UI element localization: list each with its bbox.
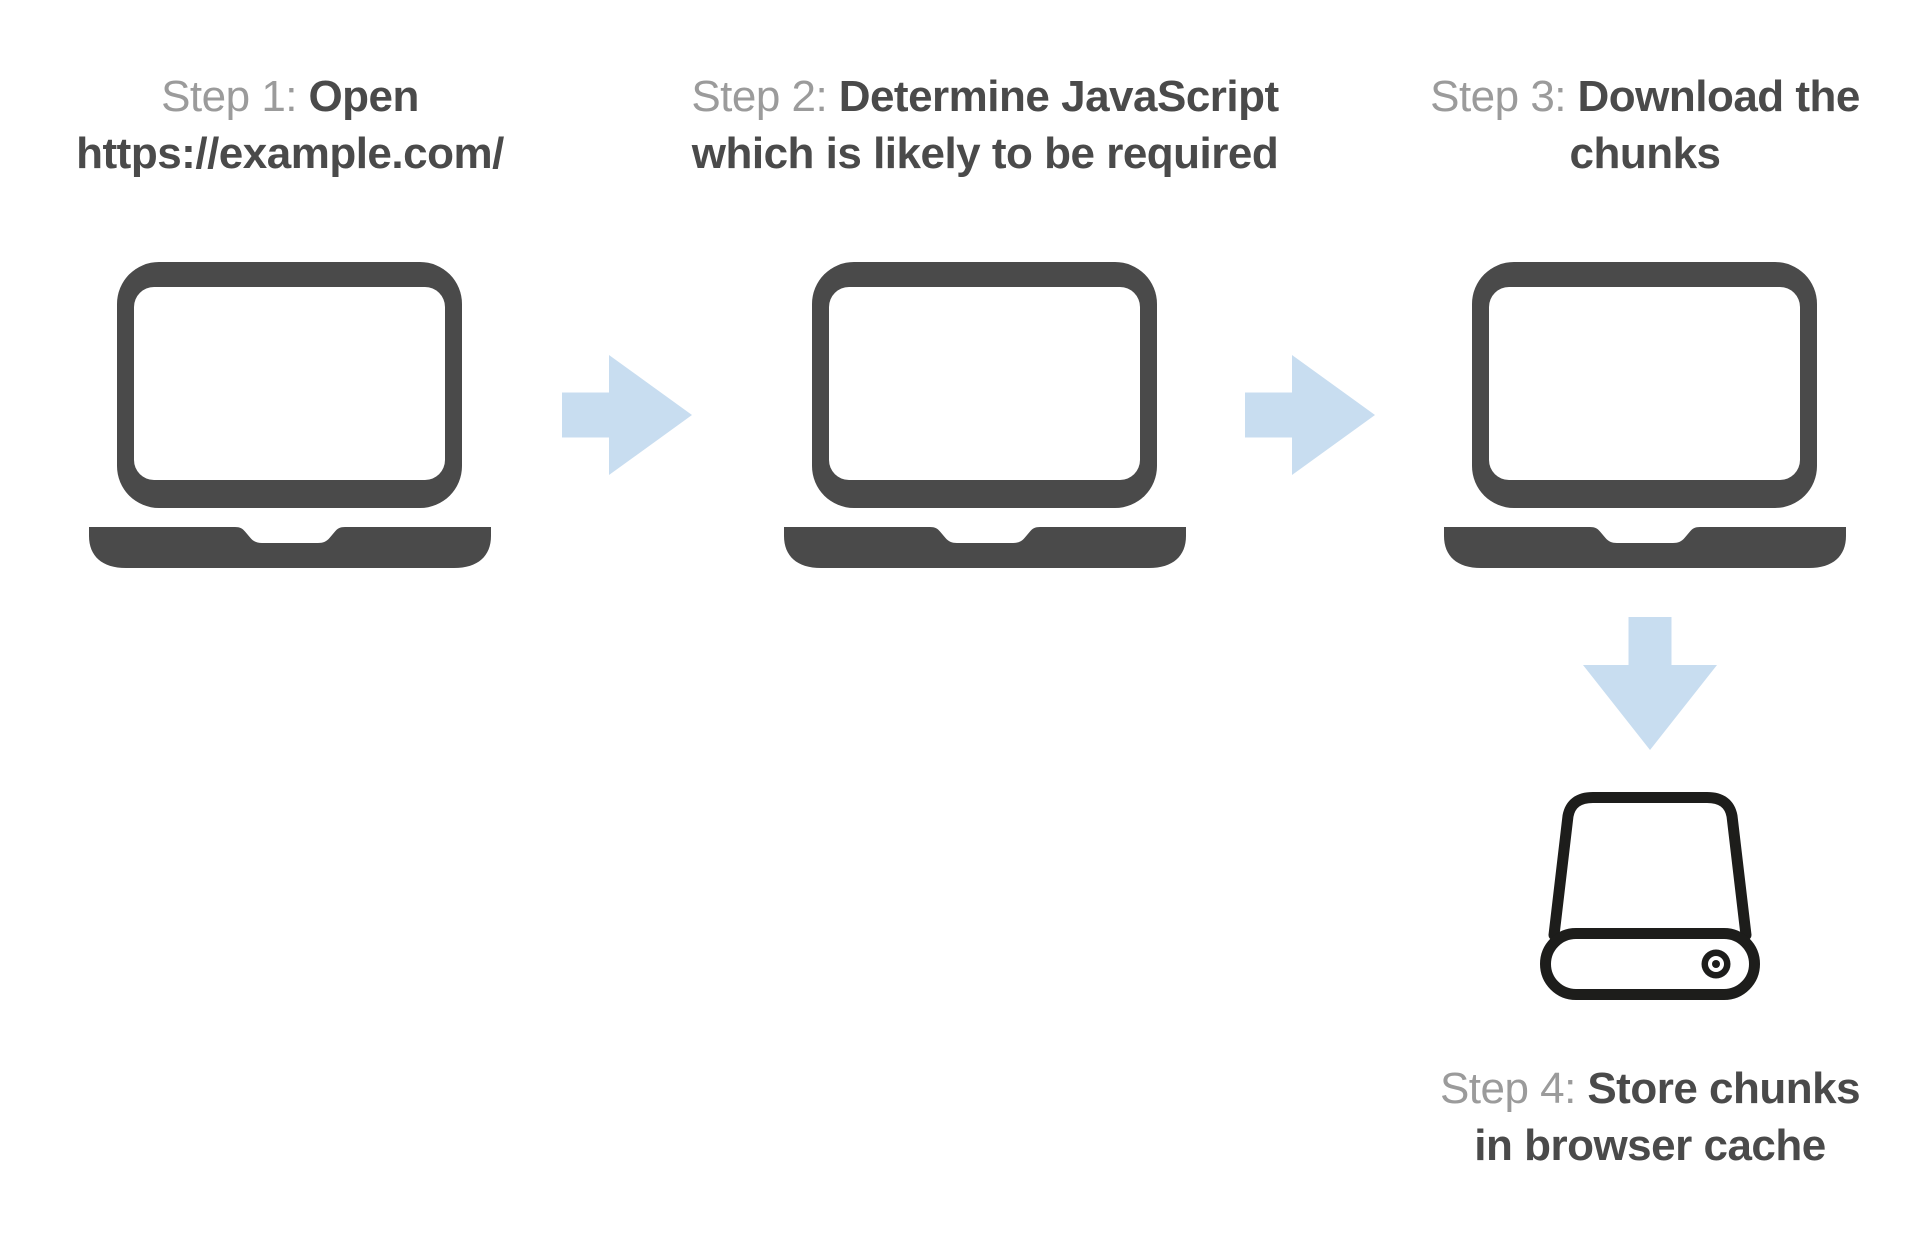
step-2-title-line-1: Determine JavaScript xyxy=(838,72,1280,121)
step-1-prefix: Step 1: xyxy=(161,72,298,121)
step-1-title-line-1: Open xyxy=(308,72,419,121)
step-4-title-line-2: in browser cache xyxy=(1474,1121,1826,1170)
step-3-title-line-1: Download the xyxy=(1577,72,1860,121)
step-1-label: Step 1:Open https://example.com/ xyxy=(0,68,580,182)
step-2-prefix: Step 2: xyxy=(691,72,828,121)
arrow-down-icon xyxy=(1583,617,1717,750)
hard-drive-icon xyxy=(1540,792,1760,1000)
step-3-label: Step 3:Download the chunks xyxy=(1345,68,1916,182)
arrow-right-icon xyxy=(1245,355,1375,475)
arrow-right-icon xyxy=(562,355,692,475)
laptop-icon xyxy=(89,262,491,568)
step-4-label: Step 4:Store chunks in browser cache xyxy=(1350,1060,1916,1174)
step-2-title-line-2: which is likely to be required xyxy=(691,129,1279,178)
laptop-icon xyxy=(784,262,1186,568)
laptop-icon xyxy=(1444,262,1846,568)
step-4-prefix: Step 4: xyxy=(1439,1064,1576,1113)
step-3-prefix: Step 3: xyxy=(1430,72,1567,121)
step-4-title-line-1: Store chunks xyxy=(1587,1064,1861,1113)
step-2-label: Step 2:Determine JavaScript which is lik… xyxy=(655,68,1315,182)
step-3-title-line-2: chunks xyxy=(1569,129,1721,178)
step-1-title-line-2: https://example.com/ xyxy=(76,129,504,178)
